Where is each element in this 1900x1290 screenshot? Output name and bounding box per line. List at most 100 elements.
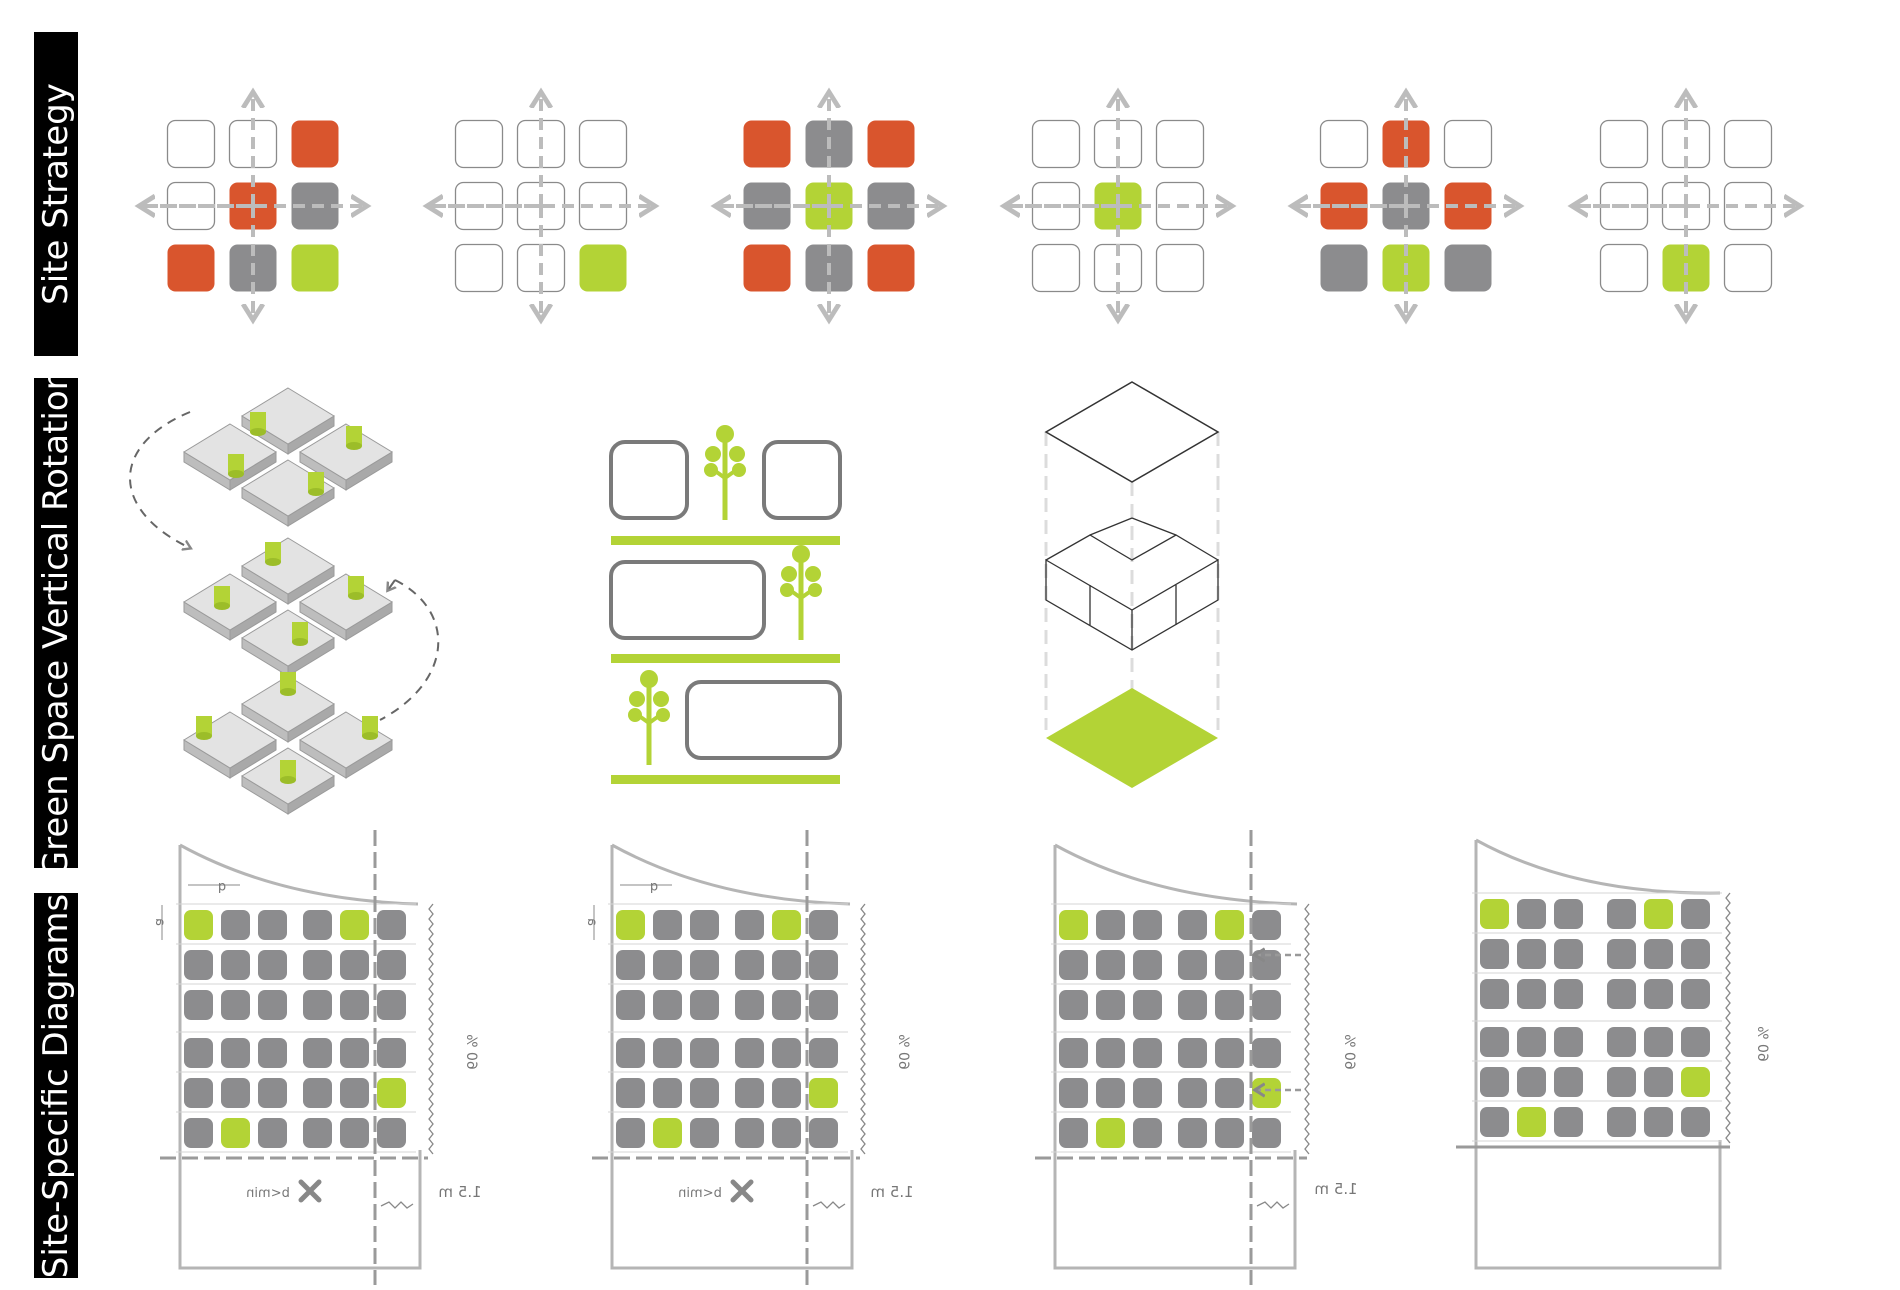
plan-cell [1133,1038,1162,1068]
strategy-cell [454,243,504,293]
plan-cell [1554,1107,1583,1137]
plan-cell [221,990,250,1020]
tree-foliage [808,583,822,597]
green-volume-base [292,638,308,646]
plan-cell [1096,910,1125,940]
plan-cell [303,950,332,980]
green-volume-body [292,622,308,642]
plan-cell [184,910,213,940]
plan-cell [1644,1027,1673,1057]
plan-cell [735,990,764,1020]
percent-label: 60 % [895,1034,911,1070]
plan-cell [1517,979,1546,1009]
green-volume [265,542,281,566]
plan-cell [340,950,369,980]
plan-cell [1133,1118,1162,1148]
setback-zigzag [812,1201,846,1209]
plan-cell [184,1038,213,1068]
green-volume-body [214,586,230,606]
plan-cell [1059,910,1088,940]
plan-cell [1059,1038,1088,1068]
site-curve-edge [1054,843,1298,906]
plan-cell [1517,939,1546,969]
section-label-green-space-vertical-rotation: Green Space Vertical Rotation [34,378,78,868]
green-volume-body [346,426,362,446]
roof-plane [1044,381,1220,483]
plan-cell [303,990,332,1020]
plan-cell [1252,990,1281,1020]
strategy-cell [1155,243,1205,293]
plan-cell [1607,939,1636,969]
platform-tile [183,423,277,491]
plan-cell [809,1078,838,1108]
strategy-cell [291,244,339,292]
plan-cell [1607,1067,1636,1097]
plan-cell [616,990,645,1020]
platform-level [183,537,393,677]
plan-cell [772,1038,801,1068]
plan-cell [690,1038,719,1068]
plan-cell [184,1118,213,1148]
plan-cell [1681,1107,1710,1137]
plan-cell [1133,910,1162,940]
plan-cell [184,990,213,1020]
dim-label-a: a [584,918,599,926]
plan-cell [653,910,682,940]
plan-cell [1096,1118,1125,1148]
green-volume-body [265,542,281,562]
plan-cell [735,950,764,980]
strategy-cell [1599,119,1649,169]
green-volume-base [280,776,296,784]
plan-cell [690,1118,719,1148]
green-volume-base [362,732,378,740]
site-plan [1456,838,1731,1270]
green-volume [348,576,364,600]
strategy-cell [167,244,215,292]
rotation-arrow-upper [129,411,190,548]
platform-level [183,387,393,527]
plan-cell [1607,1027,1636,1057]
plan-cell [1607,979,1636,1009]
percent-label: 60 % [463,1034,479,1070]
platform-tile [241,675,335,743]
cross-icon [298,1179,322,1203]
tree-foliage [781,566,797,582]
plan-cell [1215,1118,1244,1148]
plan-cell [1215,990,1244,1020]
plan-cell [1096,950,1125,980]
strategy-cell [1031,119,1081,169]
strategy-cell [1444,244,1492,292]
green-volume-base [228,470,244,478]
plan-cell [1059,990,1088,1020]
green-volume-body [348,576,364,596]
strategy-cell [166,119,216,169]
plan-cell [221,1038,250,1068]
plan-cell [690,990,719,1020]
tree-foliage [780,583,794,597]
section-block [609,440,689,520]
plan-cell [690,910,719,940]
plan-cell [616,1038,645,1068]
strategy-cell [867,244,915,292]
green-ground-plane [1046,688,1218,788]
green-volume [196,716,212,740]
plan-cell [1554,1067,1583,1097]
plan-cell [772,910,801,940]
strategy-cell [454,119,504,169]
green-volume [214,586,230,610]
plan-cell [1133,1078,1162,1108]
plan-cell [616,910,645,940]
plan-cell [1607,1107,1636,1137]
plan-cell [809,910,838,940]
plan-cell [653,990,682,1020]
plan-cell [1096,1038,1125,1068]
site-curve-edge [611,843,851,906]
plan-cell [1252,1078,1281,1108]
site-curve-edge [179,843,419,906]
dimension-zigzag [1725,892,1731,1144]
plan-cell [258,950,287,980]
tree-foliage [640,670,658,688]
strategy-cell [1599,243,1649,293]
plan-cell [1517,1067,1546,1097]
rule-label: b<min [678,1186,722,1201]
